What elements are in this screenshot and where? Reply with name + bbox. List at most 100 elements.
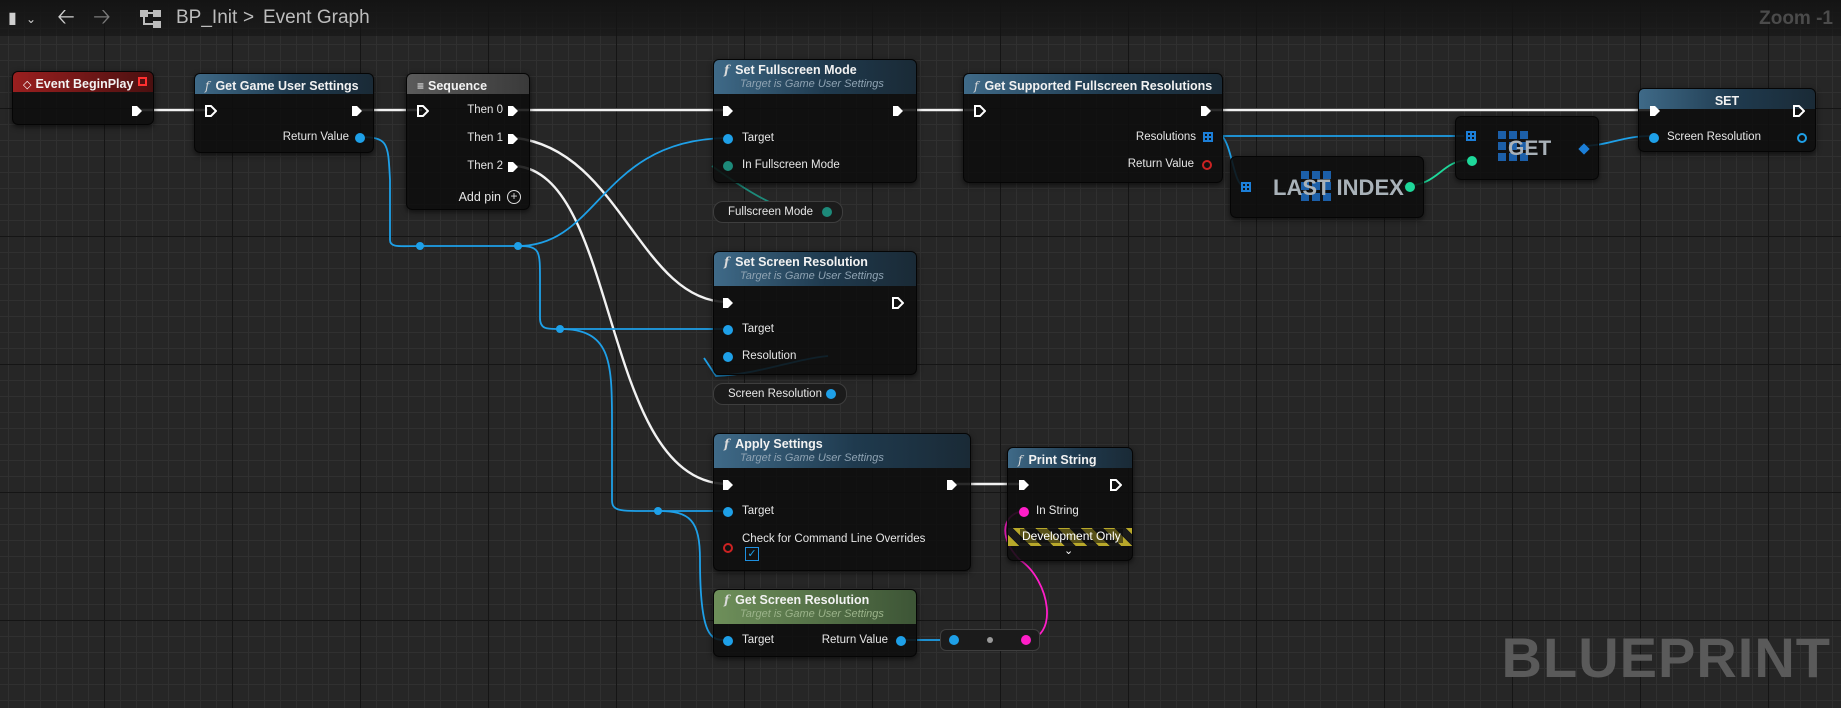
index-in-pin[interactable] <box>1467 156 1477 166</box>
event-begin-play-node[interactable]: ◇Event BeginPlay <box>12 71 154 125</box>
breadcrumb-asset[interactable]: BP_Init <box>176 7 238 28</box>
conversion-in-pin[interactable] <box>949 635 959 645</box>
pin-label: In Fullscreen Mode <box>742 159 840 171</box>
reroute-knot <box>514 242 522 250</box>
pin-label: Return Value <box>282 131 349 143</box>
get-array-node[interactable]: GET <box>1455 116 1599 180</box>
array-in-pin[interactable] <box>1241 182 1251 192</box>
sequence-node[interactable]: ≡Sequence Then 0 Then 1 Then 2 Add pin + <box>406 73 530 210</box>
exec-in-pin[interactable] <box>205 105 217 117</box>
return-value-pin[interactable] <box>355 133 365 143</box>
node-title: SET <box>1714 94 1740 108</box>
string-wire <box>1004 510 1048 641</box>
exec-in-pin[interactable] <box>1018 479 1030 491</box>
pin-label: Target <box>742 323 774 335</box>
exec-out-pin[interactable] <box>131 105 143 117</box>
exec-in-pin[interactable] <box>417 105 429 117</box>
exec-out-pin[interactable] <box>946 479 958 491</box>
variable-label: Screen Resolution <box>728 388 822 400</box>
conversion-out-pin[interactable] <box>1021 635 1031 645</box>
screen-resolution-out-pin[interactable] <box>1797 133 1807 143</box>
reroute-knot <box>654 507 662 515</box>
item-out-pin[interactable] <box>1578 143 1590 155</box>
exec-out-pin[interactable] <box>351 105 363 117</box>
screen-resolution-in-pin[interactable] <box>1649 133 1659 143</box>
back-arrow-icon[interactable]: 🡠 <box>57 4 75 29</box>
node-title: Get Game User Settings <box>215 79 359 93</box>
set-variable-node[interactable]: SET Screen Resolution <box>1638 88 1816 152</box>
pin-label: Resolutions <box>1135 131 1196 143</box>
check-overrides-checkbox[interactable]: ✓ <box>745 547 759 561</box>
function-icon: f <box>974 79 979 93</box>
array-icon <box>1498 131 1528 161</box>
resolution-pin[interactable] <box>723 352 733 362</box>
get-supported-fullscreen-resolutions-node[interactable]: f Get Supported Fullscreen Resolutions Re… <box>963 73 1223 183</box>
exec-out-pin[interactable] <box>1200 105 1212 117</box>
forward-arrow-icon[interactable]: 🡢 <box>93 4 111 29</box>
target-pin[interactable] <box>723 636 733 646</box>
delegate-pin[interactable] <box>138 77 147 86</box>
pin-label: Check for Command Line Overrides <box>742 533 926 545</box>
add-pin-icon[interactable]: + <box>507 190 521 204</box>
exec-out-pin[interactable] <box>1793 105 1805 117</box>
object-wire <box>559 328 726 512</box>
then-1-pin[interactable] <box>507 133 519 145</box>
chevron-down-icon[interactable]: ⌄ <box>26 12 37 26</box>
integer-out-pin[interactable] <box>1405 182 1415 192</box>
pin-label: Return Value <box>821 634 888 646</box>
chevron-down-icon[interactable]: ⌄ <box>1064 545 1074 557</box>
exec-in-pin[interactable] <box>722 105 734 117</box>
return-value-pin[interactable] <box>1202 160 1212 170</box>
exec-in-pin[interactable] <box>722 479 734 491</box>
in-string-pin[interactable] <box>1019 507 1029 517</box>
return-value-pin[interactable] <box>896 636 906 646</box>
node-title: LAST INDEX <box>1273 175 1404 200</box>
exec-out-pin[interactable] <box>1110 479 1122 491</box>
node-subtitle: Target is Game User Settings <box>740 270 884 282</box>
fullscreen-mode-variable[interactable]: Fullscreen Mode <box>713 201 843 223</box>
array-in-pin[interactable] <box>1466 131 1476 141</box>
in-fullscreen-mode-pin[interactable] <box>723 161 733 171</box>
graph-tree-icon <box>140 10 161 28</box>
zoom-level: Zoom -1 <box>1759 8 1833 29</box>
variable-output-pin[interactable] <box>826 389 836 399</box>
exec-in-pin[interactable] <box>974 105 986 117</box>
development-only-label: Development Only <box>1020 529 1123 543</box>
node-title: Get Supported Fullscreen Resolutions <box>984 79 1213 93</box>
last-index-node[interactable]: LAST INDEX <box>1230 156 1424 218</box>
node-subtitle: Target is Game User Settings <box>740 608 884 620</box>
exec-in-pin[interactable] <box>722 297 734 309</box>
breadcrumb-graph[interactable]: Event Graph <box>263 7 370 28</box>
variable-output-pin[interactable] <box>822 207 832 217</box>
then-2-pin[interactable] <box>507 161 519 173</box>
add-pin-button[interactable]: Add pin <box>458 190 501 204</box>
then-0-pin[interactable] <box>507 105 519 117</box>
pin-label: Target <box>742 634 774 646</box>
sequence-icon: ≡ <box>417 79 425 93</box>
pin-label: Target <box>742 505 774 517</box>
exec-in-pin[interactable] <box>1649 105 1661 117</box>
pin-label: Screen Resolution <box>1667 131 1761 143</box>
bookmark-icon[interactable]: ▮ <box>8 10 17 27</box>
target-pin[interactable] <box>723 134 733 144</box>
target-pin[interactable] <box>723 507 733 517</box>
node-header: f Get Supported Fullscreen Resolutions <box>964 74 1222 94</box>
node-header: ≡Sequence <box>407 74 529 94</box>
node-title: Set Fullscreen Mode <box>735 63 857 77</box>
node-subtitle: Target is Game User Settings <box>740 452 884 464</box>
screen-resolution-variable[interactable]: Screen Resolution <box>713 383 847 405</box>
target-pin[interactable] <box>723 325 733 335</box>
check-overrides-pin[interactable] <box>723 543 733 553</box>
resolutions-array-pin[interactable] <box>1203 132 1213 142</box>
exec-out-pin[interactable] <box>892 105 904 117</box>
exec-out-pin[interactable] <box>892 297 904 309</box>
conversion-node[interactable] <box>940 629 1040 651</box>
